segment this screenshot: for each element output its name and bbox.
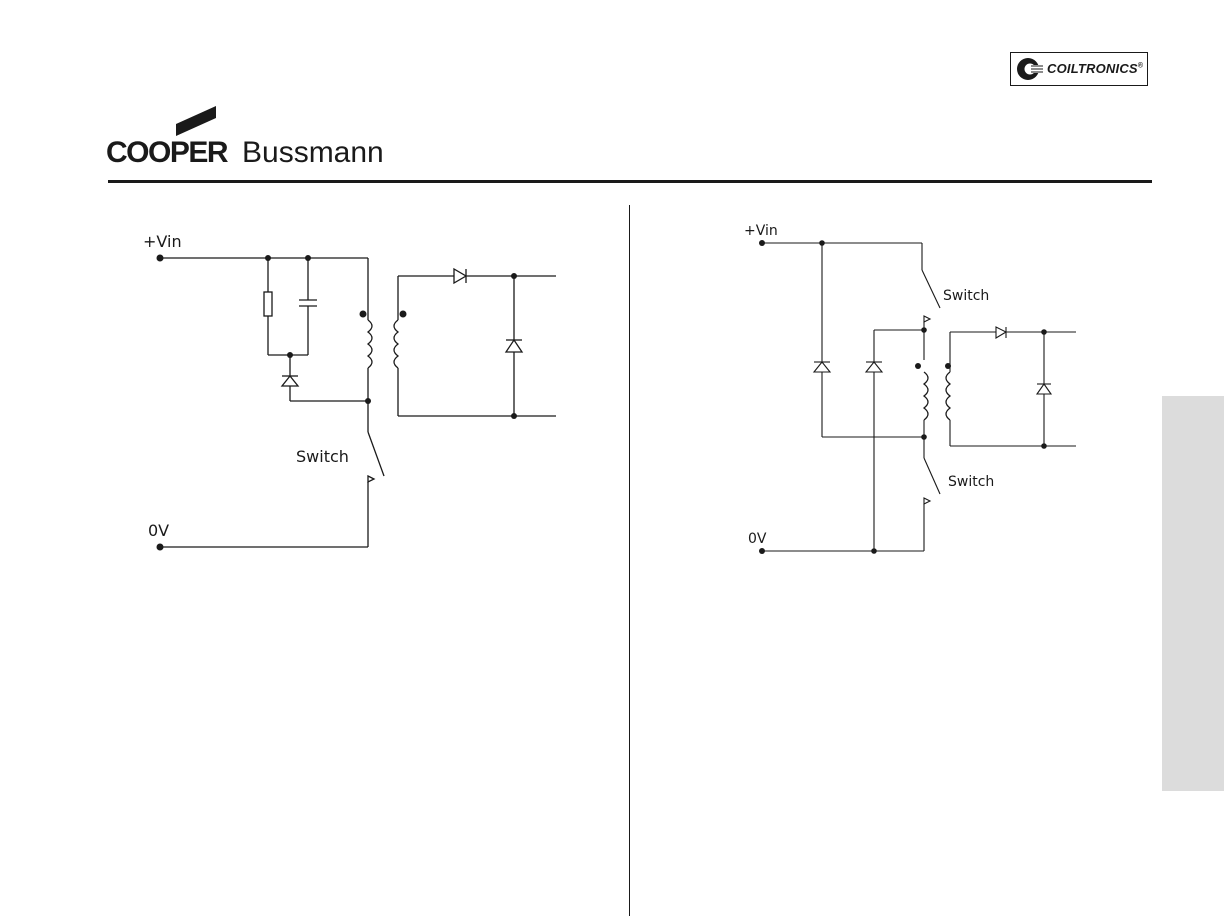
left-zero-label: 0V — [148, 521, 169, 540]
left-circuit-nodes — [156, 254, 517, 551]
primary-polarity-dot — [359, 310, 367, 318]
secondary-polarity-dot — [399, 310, 407, 318]
coiltronics-logo: COILTRONICS® — [1010, 52, 1148, 86]
right-forward-circuit — [762, 242, 1076, 552]
right-switch-bottom-label: Switch — [948, 474, 994, 490]
right-circuit-nodes — [759, 240, 1047, 554]
left-vin-label: +Vin — [143, 232, 182, 251]
right-primary-polarity-dot — [915, 363, 921, 369]
brand-primary: COOPER — [106, 136, 229, 169]
column-divider — [629, 205, 630, 916]
cooper-slash-mark — [176, 106, 216, 136]
brand-secondary: Bussmann — [242, 136, 384, 169]
side-tab — [1162, 396, 1224, 791]
cooper-bussmann-logo: COOPER Bussmann — [106, 100, 406, 170]
coiltronics-c-icon — [1017, 58, 1044, 80]
header-divider — [108, 180, 1152, 183]
right-vin-label: +Vin — [744, 223, 778, 239]
right-secondary-polarity-dot — [945, 363, 951, 369]
right-zero-label: 0V — [748, 531, 767, 547]
left-flyback-circuit — [160, 257, 556, 548]
left-switch-label: Switch — [296, 447, 349, 466]
right-switch-top-label: Switch — [943, 288, 989, 304]
coiltronics-wordmark: COILTRONICS® — [1047, 61, 1144, 76]
